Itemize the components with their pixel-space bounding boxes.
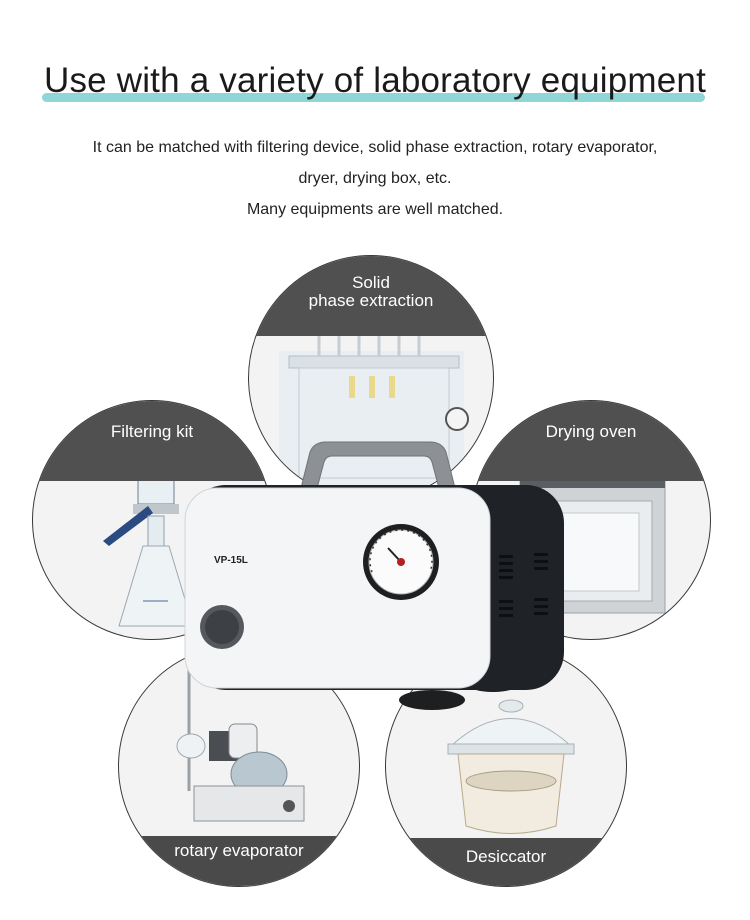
title-container: Use with a variety of laboratory equipme… xyxy=(0,58,750,104)
rotary-evaporator-circle: rotary evaporator xyxy=(118,645,360,887)
desiccator-label: Desiccator xyxy=(386,838,626,886)
description-line-3: Many equipments are well matched. xyxy=(246,201,504,218)
drying-oven-label: Drying oven xyxy=(472,401,710,481)
solid-phase-extraction-circle: Solid phase extraction xyxy=(248,255,494,501)
description-line-1: It can be matched with filtering device,… xyxy=(92,139,658,156)
title-underline xyxy=(42,93,705,102)
solid-phase-label-line-1: Solid xyxy=(352,273,390,292)
description-line-2: dryer, drying box, etc. xyxy=(298,170,452,187)
desiccator-image xyxy=(447,699,575,834)
solid-phase-extraction-label: Solid phase extraction xyxy=(249,256,493,336)
pump-model-label: VP-15L xyxy=(214,555,248,566)
solid-phase-label-line-2: phase extraction xyxy=(308,291,434,310)
page-title: Use with a variety of laboratory equipme… xyxy=(43,61,707,100)
desiccator-circle: Desiccator xyxy=(385,645,627,887)
rotary-evaporator-label: rotary evaporator xyxy=(119,836,359,886)
filtering-kit-circle: Filtering kit xyxy=(32,400,272,640)
filtering-kit-label: Filtering kit xyxy=(33,401,271,481)
drying-oven-circle: Drying oven xyxy=(471,400,711,640)
